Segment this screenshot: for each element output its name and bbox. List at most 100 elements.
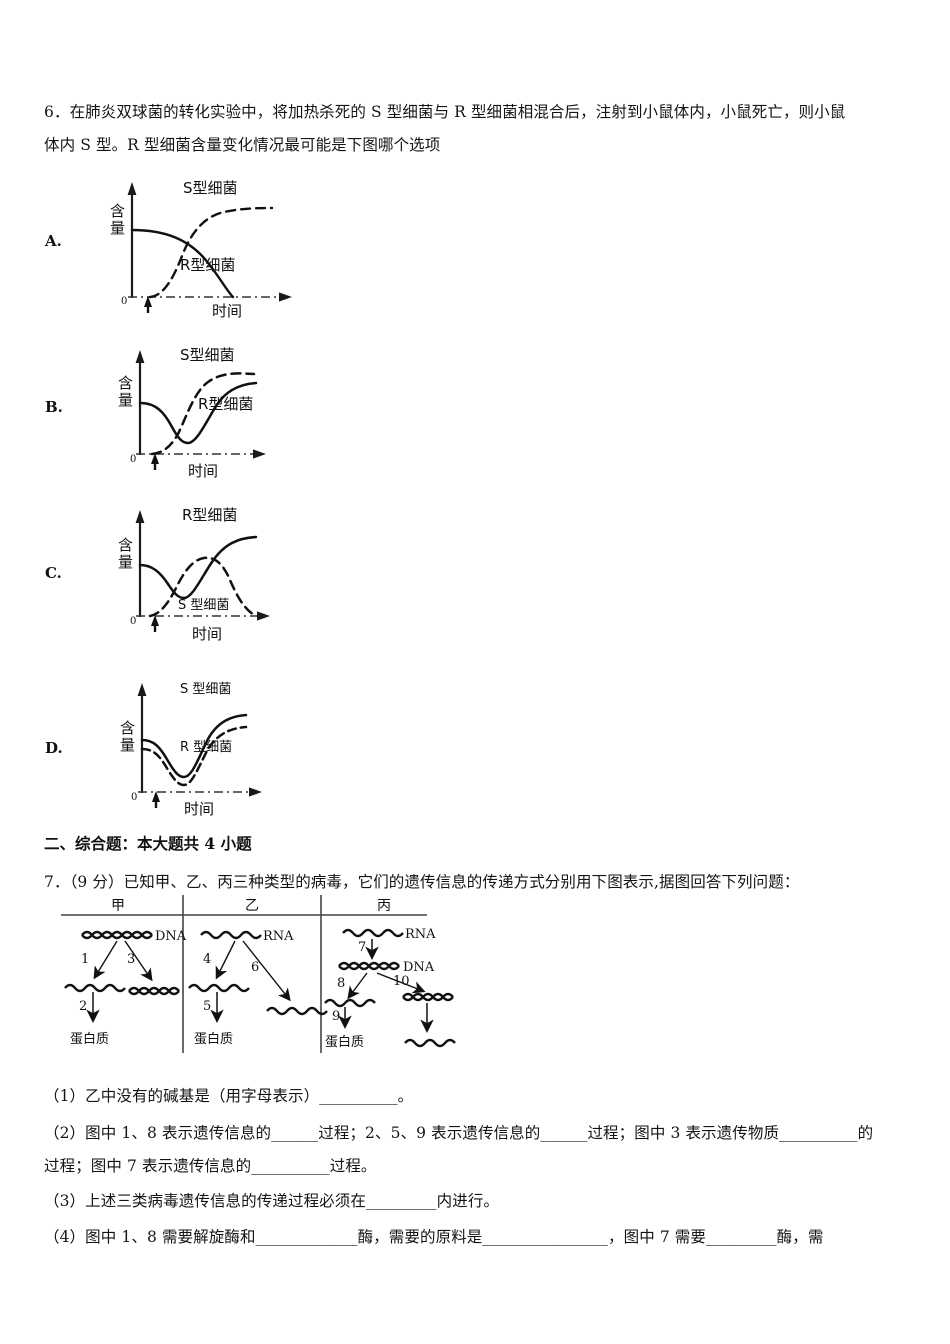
option-b-chart: 含 量 时间 0 S型细菌 R型细菌 — [70, 330, 305, 485]
jia-arrow-3-label: 3 — [127, 952, 135, 967]
option-d-row[interactable]: D. 含 量 时间 0 S 型细菌 R 型细菌 — [40, 667, 340, 822]
option-a-y-label-char1: 含 — [110, 202, 125, 220]
bing-arrow-8 — [347, 972, 368, 1000]
bing-dna-molecule — [338, 961, 400, 971]
bing-rna-molecule — [342, 928, 404, 938]
option-a-x-arrow — [279, 292, 292, 302]
yi-rna-label: RNA — [263, 929, 294, 944]
yi-arrow-4 — [215, 940, 236, 980]
bing-arrow-10 — [376, 972, 426, 994]
option-d-letter: D. — [45, 739, 63, 757]
question-7-diagram: 甲 乙 丙 DNA 1 3 2 — [55, 893, 525, 1058]
option-b-origin-label: 0 — [130, 454, 136, 465]
question-6-line-1: 6．在肺炎双球菌的转化实验中，将加热杀死的 S 型细菌与 R 型细菌相混合后，注… — [44, 96, 845, 129]
option-a-y-arrow — [127, 182, 137, 195]
bing-dna-copy-molecule — [402, 992, 454, 1002]
bing-arrow-8-label: 8 — [337, 976, 345, 991]
option-d-label-r: R 型细菌 — [180, 740, 232, 755]
option-c-x-arrow — [257, 611, 270, 621]
option-c-x-label: 时间 — [192, 625, 222, 643]
jia-rna-molecule — [64, 983, 126, 993]
question-6-line-2: 体内 S 型。R 型细菌含量变化情况最可能是下图哪个选项 — [44, 136, 441, 154]
jia-arrow-3 — [124, 940, 153, 982]
option-b-curve-r-solid — [138, 381, 258, 445]
option-c-letter: C. — [45, 564, 62, 582]
option-b-event-marker-head — [151, 453, 159, 464]
option-d-event-marker-head — [152, 791, 160, 802]
jia-dna-molecule — [81, 930, 153, 940]
option-d-x-label: 时间 — [184, 800, 214, 818]
option-d-curve-s-solid — [140, 713, 248, 779]
option-c-label-s: S 型细菌 — [178, 598, 229, 613]
yi-protein-label: 蛋白质 — [194, 1031, 233, 1047]
option-b-x-label: 时间 — [188, 462, 218, 480]
option-c-row[interactable]: C. 含 量 时间 0 R型细菌 S 型细菌 — [40, 492, 340, 652]
bing-protein-label: 蛋白质 — [325, 1034, 364, 1050]
question-7-sub-3: （3）上述三类病毒遗传信息的传递过程必须在_________内进行。 — [44, 1192, 500, 1210]
option-c-y-label-char2: 量 — [118, 553, 133, 571]
option-a-curve-r-solid — [130, 228, 235, 299]
bing-arrow-7-label: 7 — [358, 940, 366, 955]
bing-arrow-9-label: 9 — [332, 1009, 340, 1024]
option-b-row[interactable]: B. 含 量 时间 0 S型细菌 R型细菌 — [40, 330, 340, 485]
option-a-chart: 含 量 时间 0 S型细菌 R型细菌 — [70, 170, 305, 320]
option-a-event-marker-head — [144, 296, 152, 307]
option-c-event-marker-head — [151, 615, 159, 626]
option-c-chart: 含 量 时间 0 R型细菌 S 型细菌 — [70, 492, 310, 652]
option-d-curve-r-dashed — [140, 725, 248, 787]
option-b-label-r: R型细菌 — [198, 395, 253, 413]
panel-title-bing: 丙 — [377, 898, 391, 914]
question-7-number: 7． — [44, 873, 70, 891]
option-c-y-arrow — [135, 510, 145, 523]
option-a-row[interactable]: A. 含 量 时间 0 — [40, 170, 340, 320]
option-b-y-arrow — [135, 350, 145, 363]
question-7-sub-1: （1）乙中没有的碱基是（用字母表示）__________。 — [44, 1087, 414, 1105]
yi-arrow-5-label: 5 — [203, 999, 211, 1014]
option-b-letter: B. — [45, 398, 63, 416]
yi-rna-molecule — [200, 930, 262, 940]
option-d-y-label-char2: 量 — [120, 736, 135, 754]
option-c-curve-r-solid — [138, 535, 258, 600]
option-c-curve-s-dashed — [148, 556, 258, 618]
option-b-x-arrow — [253, 449, 266, 459]
option-c-y-label-char1: 含 — [118, 536, 133, 554]
panel-title-jia: 甲 — [111, 898, 125, 914]
option-a-origin-label: 0 — [121, 296, 127, 307]
option-b-curve-s-dashed — [150, 372, 256, 456]
option-a-letter: A. — [45, 232, 62, 250]
option-b-y-label-char2: 量 — [118, 391, 133, 409]
panel-title-yi: 乙 — [245, 898, 259, 914]
question-7-sub-4: （4）图中 1、8 需要解旋酶和_____________酶，需要的原料是___… — [44, 1228, 824, 1246]
yi-rna-copy-molecule — [266, 1006, 328, 1016]
question-6-text-line1: 在肺炎双球菌的转化实验中，将加热杀死的 S 型细菌与 R 型细菌相混合后，注射到… — [69, 103, 846, 121]
question-7-stem: 7．（9 分）已知甲、乙、丙三种类型的病毒，它们的遗传信息的传递方式分别用下图表… — [44, 866, 799, 899]
jia-arrow-2-label: 2 — [79, 999, 87, 1014]
option-d-x-arrow — [249, 787, 262, 797]
option-d-chart: 含 量 时间 0 S 型细菌 R 型细菌 — [70, 667, 310, 822]
option-a-label-s: S型细菌 — [183, 179, 238, 197]
question-7-stem-text: （9 分）已知甲、乙、丙三种类型的病毒，它们的遗传信息的传递方式分别用下图表示,… — [69, 873, 800, 891]
bing-rna-product-molecule — [324, 998, 376, 1008]
section-2-heading: 二、综合题：本大题共 4 小题 — [44, 834, 252, 853]
option-a-curve-s-dashed — [148, 206, 274, 299]
option-a-y-label-char2: 量 — [110, 219, 125, 237]
yi-arrow-6 — [242, 940, 291, 1002]
option-b-y-label-char1: 含 — [118, 374, 133, 392]
bing-arrow-10-label: 10 — [393, 974, 410, 989]
bing-rna-label: RNA — [405, 927, 436, 942]
jia-arrow-1-label: 1 — [81, 952, 89, 967]
yi-arrow-4-label: 4 — [203, 952, 211, 967]
option-d-y-label-char1: 含 — [120, 719, 135, 737]
question-6-number: 6． — [44, 103, 70, 121]
jia-dna-label: DNA — [155, 929, 187, 944]
option-c-label-r: R型细菌 — [182, 506, 237, 524]
question-7-sub-2-line-1: （2）图中 1、8 表示遗传信息的______过程；2、5、9 表示遗传信息的_… — [44, 1124, 874, 1142]
jia-protein-label: 蛋白质 — [70, 1031, 109, 1047]
option-d-label-s: S 型细菌 — [180, 682, 231, 697]
option-b-label-s: S型细菌 — [180, 346, 235, 364]
option-d-origin-label: 0 — [131, 792, 137, 803]
question-7-sub-2-line-2: 过程；图中 7 表示遗传信息的__________过程。 — [44, 1157, 377, 1175]
bing-rna-final-molecule — [404, 1038, 456, 1048]
yi-arrow-6-label: 6 — [251, 960, 259, 975]
